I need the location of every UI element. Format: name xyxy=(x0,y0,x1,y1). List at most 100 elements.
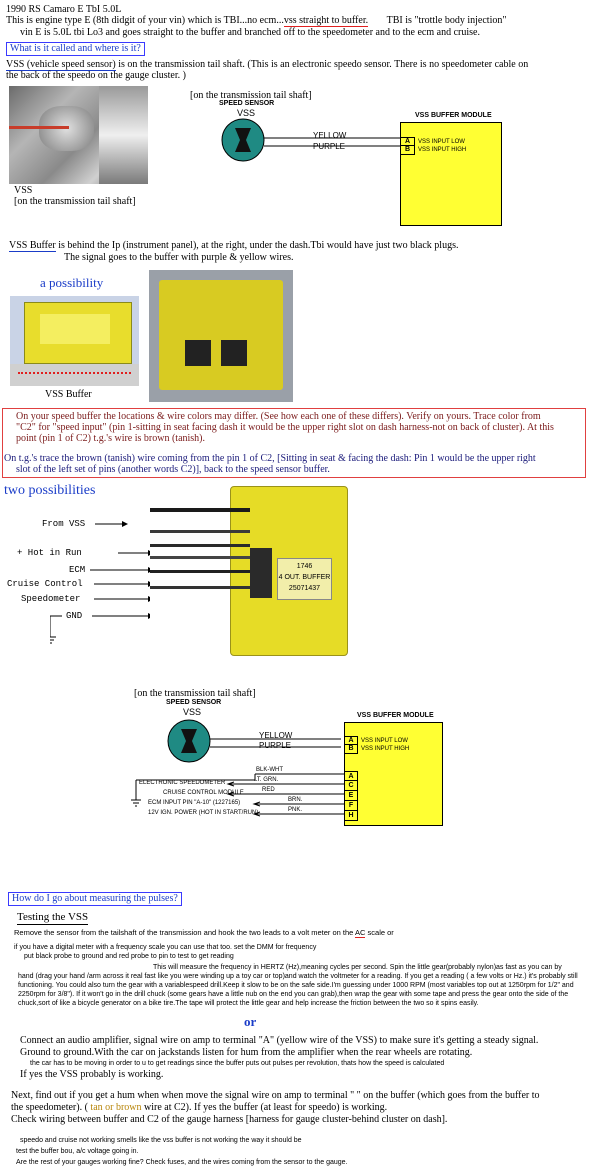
diagram2-pin-a: A xyxy=(345,736,358,745)
diagram1-pin-b-label: VSS INPUT HIGH xyxy=(418,147,467,153)
diagram2-module-title: VSS BUFFER MODULE xyxy=(357,712,434,719)
label-from-vss: From VSS xyxy=(42,519,86,529)
note-box xyxy=(2,408,586,478)
diagram1-module-title: VSS BUFFER MODULE xyxy=(415,112,492,119)
testing-amp-line-1: Connect an audio amplifier, signal wire … xyxy=(20,1035,539,1046)
buffer-term: VSS Buffer xyxy=(9,240,56,252)
diagram2-blk-wht-label: BLK-WHT xyxy=(256,767,283,773)
label-cruise-control: Cruise Control xyxy=(7,579,83,589)
buffer-connector xyxy=(250,548,272,598)
diagram2-pin-h: H xyxy=(345,811,358,821)
intro-vin-line: vin E is 5.0L tbi Lo3 and goes straight … xyxy=(20,27,480,38)
label-hot-in-run: + Hot in Run xyxy=(17,548,82,558)
testing-paragraph-frequency: This will measure the frequency in HERTZ… xyxy=(18,963,579,1008)
note-line-4: On t.g.'s trace the brown (tanish) wire … xyxy=(4,453,536,464)
diagram1-pin-a: A xyxy=(401,137,415,146)
testing-next-line-3: Check wiring between buffer and C2 of th… xyxy=(11,1114,448,1125)
photo-wire-4 xyxy=(150,556,250,559)
buffer-sticker: 1746 4 OUT. BUFFER 25071437 xyxy=(277,558,332,600)
output-cruise-label: CRUISE CONTROL MODULE xyxy=(163,790,244,796)
photo-wire-5 xyxy=(150,570,250,573)
arrow-speedometer xyxy=(226,781,235,787)
diagram2-sensor-label: SPEED SENSOR xyxy=(166,699,222,706)
buffer-description: VSS Buffer is behind the Ip (instrument … xyxy=(9,240,458,252)
testing-line-1-end: scale or xyxy=(367,928,394,937)
diagram1-sensor-sub: VSS xyxy=(237,108,256,118)
diagram1-wiring xyxy=(221,118,405,162)
a-possibility-heading: a possibility xyxy=(40,275,104,290)
buffer-photo-large-socket-2 xyxy=(221,340,247,366)
diagram2-pin-b-label: VSS INPUT HIGH xyxy=(361,746,410,752)
buffer-photo-caption: VSS Buffer xyxy=(45,389,92,400)
output-speedometer-label: ELECTRONIC SPEEDOMETER xyxy=(139,780,226,786)
output-ecm-label: ECM INPUT PIN "A-10" (1227165) xyxy=(148,800,241,806)
diagram1-buffer-module: A B VSS INPUT LOW VSS INPUT HIGH xyxy=(400,122,502,226)
vss-photo-caption: VSS xyxy=(14,185,33,196)
page-title: 1990 RS Camaro E TbI 5.0L xyxy=(6,4,122,15)
or-separator: or xyxy=(244,1014,257,1029)
buffer-photo-large-socket-1 xyxy=(185,340,211,366)
diagram1-pin-a-label: VSS INPUT LOW xyxy=(418,139,465,145)
footer-line-1: speedo and cruise not working smells lik… xyxy=(20,1137,302,1144)
output-cruise-wire: RED xyxy=(262,787,275,793)
footer-line-2: test the buffer bou, a/c voltage going i… xyxy=(16,1148,139,1155)
question-where-is-it: What is it called and where is it? xyxy=(6,42,145,56)
arrow-ign xyxy=(252,811,261,817)
two-possibilities-leaders xyxy=(50,521,154,644)
note-line-2: "C2" for "speed input" (pin 1-sitting in… xyxy=(16,422,554,433)
output-ign-wire: PNK. xyxy=(288,807,303,813)
buffer-photo-two-possibilities: 1746 4 OUT. BUFFER 25071437 xyxy=(150,486,358,666)
arrow-ecm xyxy=(252,801,261,807)
diagram1-wire2-label: PURPLE xyxy=(313,142,346,151)
diagram2-wire1-label: YELLOW xyxy=(259,731,293,740)
output-ecm-wire: BRN. xyxy=(288,797,303,803)
buffer-desc-1: is behind the Ip (instrument panel), at … xyxy=(58,240,459,251)
testing-line-2: if you have a digital meter with a frequ… xyxy=(14,944,317,951)
intro-vss-buffer: vss straight to buffer. xyxy=(283,15,369,27)
buffer-sticker-code: 1746 xyxy=(296,563,313,570)
testing-line-1-text: Remove the sensor from the tailshaft of … xyxy=(14,928,354,937)
diagram2-buffer-module: A B VSS INPUT LOW VSS INPUT HIGH A C E F… xyxy=(344,722,443,826)
diagram2-caption: [on the transmission tail shaft] xyxy=(134,688,256,699)
label-gnd: GND xyxy=(66,611,83,621)
diagram1-caption: [on the transmission tail shaft] xyxy=(190,90,312,101)
intro-line: This is engine type E (8th didgit of you… xyxy=(6,15,506,27)
vss-description: VSS (vehicle speed sensor) is on the tra… xyxy=(6,59,528,71)
vss-photo-housing xyxy=(99,86,148,184)
testing-amp-line-2: Ground to ground.With the car on jacksta… xyxy=(20,1047,473,1058)
testing-next-line-2-b: wire at C2). If yes the buffer (at least… xyxy=(144,1102,388,1113)
photo-wire-6 xyxy=(150,586,250,589)
buffer-sticker-type: 4 OUT. BUFFER xyxy=(278,574,331,581)
buffer-photo-large xyxy=(149,270,293,402)
output-speedometer-wire: LT. GRN. xyxy=(254,777,279,783)
vss-desc-2: the back of the speedo on the gauge clus… xyxy=(6,70,186,81)
testing-amp-line-4: If yes the VSS probably is working. xyxy=(20,1069,164,1080)
testing-next-line-2: the speedometer). ( tan or brown wire at… xyxy=(11,1102,387,1114)
diagram1-sensor-label: SPEED SENSOR xyxy=(219,100,275,107)
intro-engine-type: This is engine type E (8th didgit of you… xyxy=(6,15,284,26)
note-line-5: slot of the left set of pins (another wo… xyxy=(16,464,330,475)
diagram1-pin-b: B xyxy=(401,146,415,155)
buffer-sticker-part: 25071437 xyxy=(288,585,321,592)
buffer-photo-small xyxy=(10,296,139,386)
buffer-photo-small-label xyxy=(40,314,110,344)
buffer-desc-2: The signal goes to the buffer with purpl… xyxy=(64,252,294,263)
testing-next-line-2-a: the speedometer). ( xyxy=(11,1102,88,1113)
note-line-1: On your speed buffer the locations & wir… xyxy=(16,411,541,422)
vss-desc-1: is on the transmission tail shaft. (This… xyxy=(118,59,529,70)
footer-line-3: Are the rest of your gauges working fine… xyxy=(16,1159,348,1166)
diagram2-wire2-label: PURPLE xyxy=(259,741,292,750)
diagram1-wire1-label: YELLOW xyxy=(313,131,347,140)
diagram2-wiring xyxy=(167,719,341,763)
photo-wire-1 xyxy=(150,508,250,512)
vss-photo-caption-location: [on the transmission tail shaft] xyxy=(14,196,136,207)
photo-wire-3 xyxy=(150,544,250,547)
testing-line-3: put black probe to ground and red probe … xyxy=(24,953,234,960)
two-possibilities-heading: two possibilities xyxy=(4,483,96,498)
output-ign-label: 12V IGN. POWER (HOT IN START/RUN) xyxy=(148,810,259,816)
diagram2-pin-e: E xyxy=(345,791,358,801)
buffer-photo-large-body xyxy=(159,280,283,390)
label-ecm: ECM xyxy=(69,565,86,575)
testing-line-1: Remove the sensor from the tailshaft of … xyxy=(14,928,394,938)
diagram2-pin-b: B xyxy=(345,745,358,754)
